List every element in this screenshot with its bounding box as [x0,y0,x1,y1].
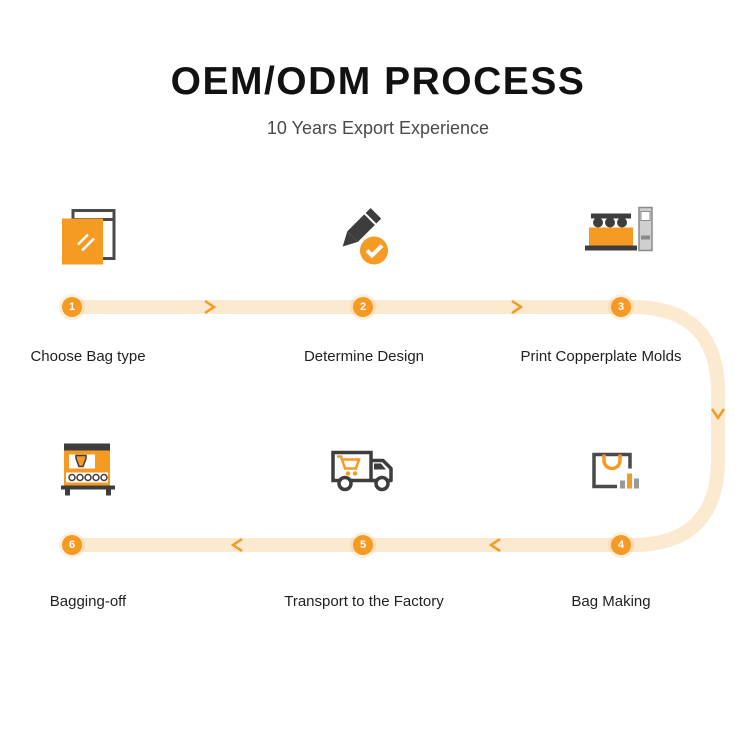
arrow-down-icon [710,408,726,421]
step-label: Bag Making [571,593,651,610]
step-number-badge: 6 [62,535,82,555]
step-label: Transport to the Factory [284,593,444,610]
arrow-right-icon [204,299,217,315]
flow-path-line [65,300,725,552]
step-number-badge: 2 [353,297,373,317]
delivery-truck-icon [325,441,401,504]
arrow-left-icon [230,537,243,553]
step-number-badge: 5 [353,535,373,555]
bagging-machine-icon [56,440,120,505]
step-label: Determine Design [303,348,425,365]
shopping-bag-chart-icon [586,441,644,504]
arrow-left-icon [488,537,501,553]
step-number-badge: 3 [611,297,631,317]
step-number-badge: 1 [62,297,82,317]
step-label: Print Copperplate Molds [520,348,682,365]
pencil-check-icon [330,207,396,274]
arrow-right-icon [511,299,524,315]
step-label: Bagging-off [49,593,127,610]
page-subtitle: 10 Years Export Experience [266,118,490,138]
printing-machine-icon [583,206,657,275]
bag-stack-icon [58,207,118,274]
step-label: Choose Bag type [30,348,146,365]
step-number-badge: 4 [611,535,631,555]
page-title: OEM/ODM PROCESS [170,60,586,103]
